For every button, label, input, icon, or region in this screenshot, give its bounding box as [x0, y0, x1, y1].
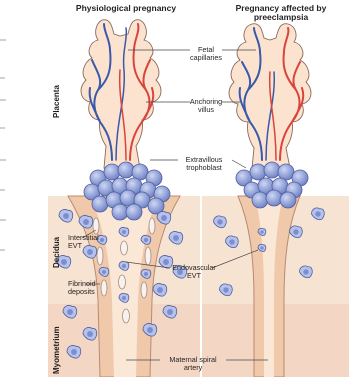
region-label-myometrium: Myometrium: [52, 326, 61, 374]
label-interstitial-evt: Interstitial EVT: [68, 234, 110, 250]
endovascular-cell-nucleus: [144, 272, 148, 276]
left-extravillous-trophoblast: [84, 162, 170, 220]
interstitial-cell-nucleus: [87, 331, 93, 337]
trophoblast-cell: [120, 190, 136, 206]
trophoblast-cell: [280, 192, 296, 208]
interstitial-cell-nucleus: [71, 349, 77, 355]
interstitial-cell-nucleus: [229, 239, 234, 244]
endovascular-cell-nucleus: [122, 230, 126, 234]
trophoblast-cell: [266, 190, 282, 206]
endovascular-cell-nucleus: [122, 296, 126, 300]
trophoblast-cell: [278, 164, 294, 180]
interstitial-cell-nucleus: [161, 215, 167, 221]
label-extravillous-trophoblast: Extravillous trophoblast: [172, 156, 236, 172]
endovascular-cell-nucleus: [260, 230, 263, 233]
region-label-placenta: Placenta: [52, 85, 61, 118]
trophoblast-cell: [112, 204, 128, 220]
trophoblast-cell: [252, 192, 268, 208]
trophoblast-cell: [132, 164, 148, 180]
interstitial-cell-nucleus: [315, 211, 320, 216]
label-fetal-capillaries: Fetal capillaries: [184, 46, 228, 62]
interstitial-cell-nucleus: [63, 213, 69, 219]
trophoblast-cell: [104, 164, 120, 180]
endovascular-cell-nucleus: [122, 264, 126, 268]
interstitial-cell-nucleus: [83, 219, 89, 225]
interstitial-cell-nucleus: [167, 309, 173, 315]
trophoblast-cell: [126, 204, 142, 220]
endovascular-cell-nucleus: [102, 270, 106, 274]
right-panel-title: Pregnancy affected by preeclampsia: [226, 4, 336, 22]
interstitial-cell-nucleus: [67, 309, 73, 315]
left-panel-title: Physiological pregnancy: [62, 4, 190, 13]
label-maternal-spiral-artery: Maternal spiral artery: [160, 356, 226, 372]
interstitial-cell-nucleus: [223, 287, 228, 292]
interstitial-cell-nucleus: [147, 327, 153, 333]
trophoblast-cell: [250, 164, 266, 180]
interstitial-cell-nucleus: [293, 229, 298, 234]
label-endovascular-evt: Endovascular EVT: [168, 264, 220, 280]
interstitial-cell-nucleus: [157, 287, 163, 293]
label-fibrinoid-deposits: Fibrinoid deposits: [68, 280, 104, 296]
endovascular-cell-nucleus: [144, 238, 148, 242]
interstitial-cell-nucleus: [173, 235, 179, 241]
trophoblast-cell: [264, 162, 280, 178]
interstitial-cell-nucleus: [217, 219, 222, 224]
trophoblast-cell: [118, 162, 134, 178]
interstitial-cell-nucleus: [303, 269, 308, 274]
region-label-decidua: Decidua: [52, 237, 61, 268]
endovascular-cell-nucleus: [260, 246, 263, 249]
trophoblast-cell: [92, 196, 108, 212]
label-anchoring-villus: Anchoring villus: [186, 98, 226, 114]
interstitial-cell-nucleus: [61, 259, 67, 265]
cropped-adjacent-figure: [0, 40, 6, 250]
